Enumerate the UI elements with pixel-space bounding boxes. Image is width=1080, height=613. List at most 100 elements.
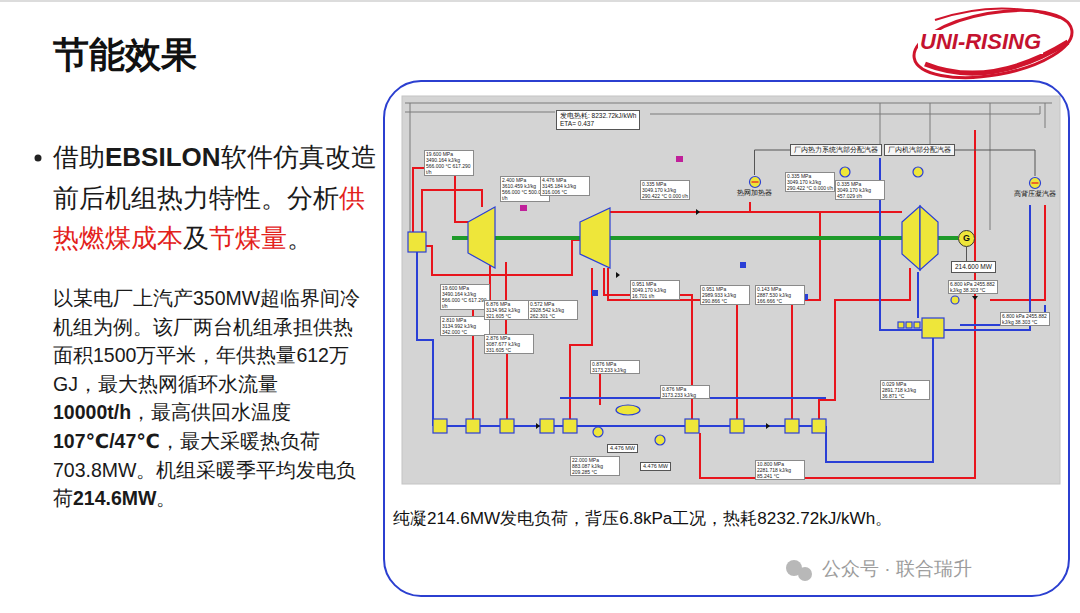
key-figure: 107℃/47℃	[53, 430, 160, 452]
state-value: 0.951 MPa 3049.170 kJ/kg 16.701 t/h	[630, 280, 680, 300]
turbine-symbol	[580, 208, 610, 268]
state-value: 6.800 kPa 2455.882 kJ/kg 38.303 °C	[1000, 312, 1050, 326]
connector	[955, 150, 1035, 176]
generator-circle: G	[958, 230, 975, 247]
node-text: 厂内热力系统汽部分配汽器	[794, 146, 878, 154]
heater-symbol	[500, 419, 514, 433]
body-text: 。	[156, 487, 176, 509]
heater-coil	[1032, 182, 1039, 183]
condenser-node: 高背压凝汽器	[1013, 176, 1057, 198]
cooler-symbol	[914, 322, 920, 328]
heater-symbol	[685, 419, 699, 433]
flow-triangles	[536, 209, 978, 429]
heater-symbol	[563, 419, 577, 433]
turbine-symbol	[902, 206, 920, 270]
key-figure: 10000t/h	[53, 401, 131, 423]
state-value: 2.810 MPa 3134.992 kJ/kg 342.000 °C	[440, 316, 490, 336]
state-value: 6.800 kPa 2455.882 kJ/kg 38.303 °C	[948, 280, 998, 294]
turbine-symbol	[468, 207, 495, 268]
boiler-symbol	[408, 232, 426, 252]
steam-lines	[413, 130, 1045, 478]
heater-symbol	[812, 419, 826, 433]
node-text: 发电热耗: 8232.72kJ/kWh	[560, 112, 636, 120]
heater-symbol	[433, 419, 447, 433]
heater-symbol	[466, 419, 480, 433]
cooler-symbol	[898, 322, 904, 328]
slide-title: 节能效果	[53, 33, 197, 77]
top-rule	[0, 0, 1080, 2]
turbine-symbol	[920, 206, 938, 270]
state-value: 6.876 MPa 3134.962 kJ/kg 321.605 °C	[484, 300, 534, 320]
body-text: 以某电厂上汽产350MW超临界间冷机组为例。该厂两台机组承担供热面积1500万平…	[53, 287, 360, 395]
node-text: 厂内机汽部分配汽器	[888, 146, 951, 154]
measure-point	[740, 262, 746, 268]
state-value: 4.476 MPa 3145.184 kJ/kg 316.006 °C	[540, 176, 590, 196]
pump-symbol	[593, 427, 603, 437]
power-tag: 4.476 MW	[640, 462, 671, 471]
caption-text: 纯凝214.6MW发电负荷，背压6.8kPa工况，热耗8232.72kJ/kWh…	[393, 507, 1068, 531]
heater-node: 热网加热器	[736, 175, 773, 197]
state-value: 0.143 MPa 2887.530 kJ/kg 166.666 °C	[755, 285, 805, 305]
state-value: 0.951 MPa 2989.933 kJ/kg 290.866 °C	[700, 285, 750, 305]
distributor-box: 厂内机汽部分配汽器	[884, 144, 955, 156]
condenser-symbol	[922, 318, 944, 338]
state-value: 19.600 MPa 3490.164 kJ/kg 566.000 °C 617…	[424, 150, 474, 176]
watermark-icon	[786, 560, 812, 581]
body-text: ，最高供回水温度	[131, 401, 291, 423]
pump-symbol	[951, 296, 959, 304]
diagram-ground	[402, 96, 1060, 484]
bullet-text: 及	[183, 223, 209, 253]
state-value: 0.335 MPa 3049.170 kJ/kg 290.422 °C 0.00…	[640, 180, 690, 200]
heater-icon	[748, 175, 762, 189]
node-text: ETA= 0.437	[560, 120, 636, 128]
pump-symbol	[655, 435, 665, 445]
bullet-text: EBSILON	[105, 142, 221, 172]
logo-ring	[909, 0, 1077, 88]
key-figure: 214.6MW	[73, 487, 156, 509]
deaerator-symbol	[616, 405, 640, 415]
heater-circle	[749, 177, 760, 188]
heater-coil	[751, 181, 758, 182]
heater-symbols	[433, 167, 959, 445]
watermark: 公众号 · 联合瑞升	[822, 558, 972, 580]
cycle-diagram	[402, 96, 1060, 484]
measure-point	[592, 290, 598, 296]
state-value: 0.335 MPa 3049.170 kJ/kg 290.422 °C 0.00…	[785, 172, 835, 192]
state-value: 10.800 MPa 2281.718 kJ/kg 85.241 °C	[755, 460, 805, 480]
node-text: 热网加热器	[737, 189, 772, 197]
chat-bubble	[798, 567, 812, 581]
bullet-paragraph: 借助EBSILON软件仿真改造前后机组热力特性。分析供热燃煤成本及节煤量。	[53, 137, 385, 259]
water-lines	[417, 158, 1045, 462]
state-value: 0.876 MPa 3173.233 kJ/kg	[590, 360, 640, 374]
bullet-text: 。	[287, 223, 313, 253]
state-value: 22.000 MPa 883.087 kJ/kg 209.285 °C	[570, 456, 620, 476]
valve-symbol	[913, 167, 923, 177]
marker-square	[520, 205, 527, 211]
node-text: G	[959, 231, 974, 245]
heater-symbol	[540, 419, 554, 433]
node-text: 高背压凝汽器	[1014, 190, 1056, 198]
cooler-symbol	[906, 322, 912, 328]
heater-icon	[1028, 176, 1042, 190]
bullet-dot	[35, 155, 42, 162]
power-box: 214.600 MW	[951, 261, 996, 273]
state-value: 0.876 MPa 3173.233 kJ/kg	[660, 385, 710, 399]
state-value: 0.029 MPa 2891.718 kJ/kg 36.871 °C	[880, 380, 930, 400]
power-tag: 4.476 MW	[607, 444, 638, 453]
body-paragraph: 以某电厂上汽产350MW超临界间冷机组为例。该厂两台机组承担供热面积1500万平…	[53, 284, 365, 513]
state-value: 0.335 MPa 3049.170 kJ/kg 457.029 t/h	[835, 180, 885, 200]
heater-circle	[1030, 178, 1041, 189]
node-text: 214.600 MW	[955, 263, 992, 271]
highlight-text: 节煤量	[209, 223, 287, 253]
bullet-text: 借助	[53, 142, 105, 172]
logo-mark	[909, 0, 1077, 88]
state-value: 19.600 MPa 3490.164 kJ/kg 566.000 °C 617…	[440, 284, 490, 310]
diagram-panel: 纯凝214.6MW发电负荷，背压6.8kPa工况，热耗8232.72kJ/kWh…	[383, 80, 1070, 597]
logo-text: UNI-RISING	[918, 30, 1043, 54]
valve-symbol	[840, 167, 850, 177]
marker-square	[676, 156, 683, 162]
state-value: 0.572 MPa 2928.542 kJ/kg 262.301 °C	[528, 300, 578, 320]
distributor-box: 厂内热力系统汽部分配汽器	[790, 144, 882, 156]
heat-rate-box: 发电热耗: 8232.72kJ/kWhETA= 0.437	[556, 110, 640, 130]
